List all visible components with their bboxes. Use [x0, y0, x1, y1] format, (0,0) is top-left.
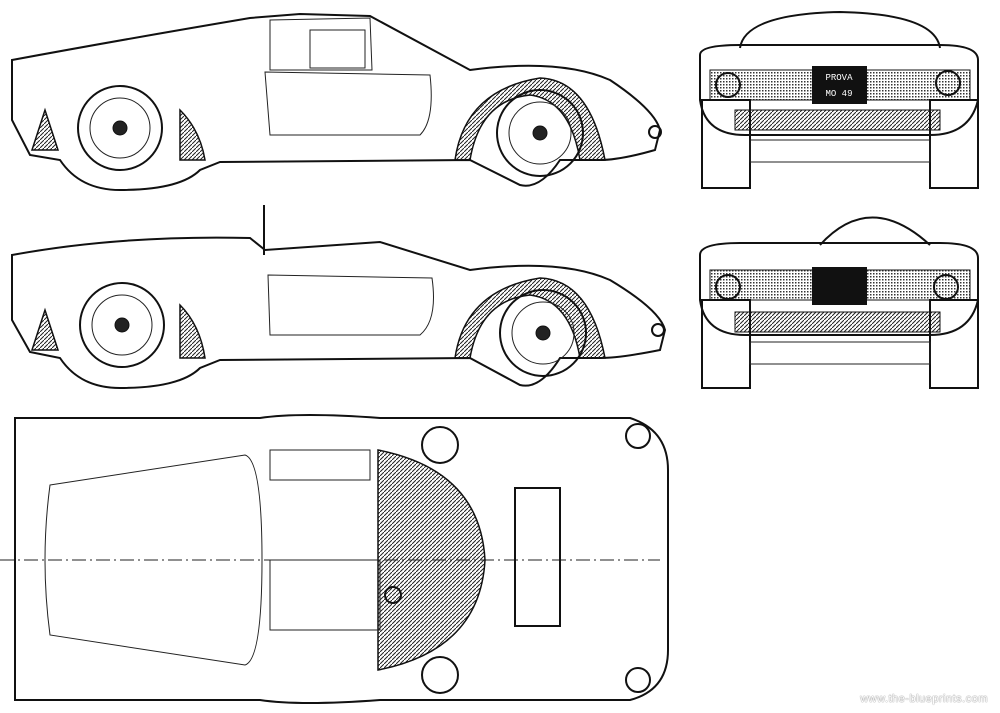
plate-line1: PROVA: [825, 73, 853, 83]
top-view: [0, 414, 669, 704]
front-view-open: [699, 216, 979, 389]
side-view-open: [11, 205, 667, 390]
side-view-closed: [11, 12, 662, 192]
plate-line2: MO 49: [825, 89, 852, 99]
front-view-closed: PROVA MO 49: [699, 10, 979, 189]
watermark: www.the-blueprints.com: [860, 693, 988, 705]
